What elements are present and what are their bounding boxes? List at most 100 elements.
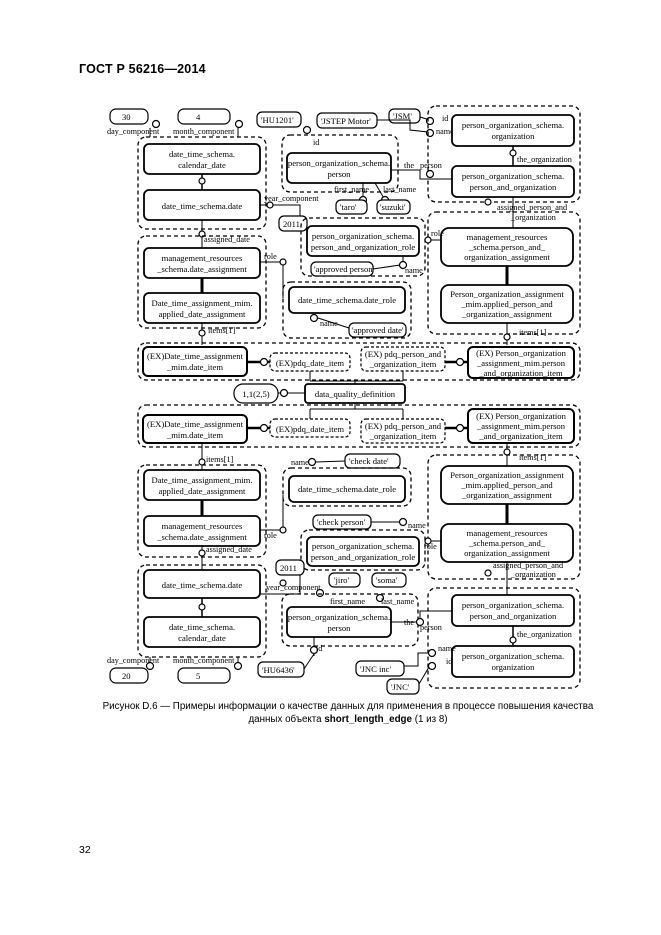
first-name-label-bottom: first_name xyxy=(330,597,365,606)
pao-role-entity-bottom xyxy=(307,537,419,566)
day-value-top: 30 xyxy=(122,112,131,122)
group-assignment-right-bottom xyxy=(428,455,580,579)
day-component-label-bottom: day_component xyxy=(107,656,160,665)
person-entity-top xyxy=(287,153,391,183)
date-entity-label-bottom: date_time_schema.date xyxy=(162,580,243,590)
jnc-value-box xyxy=(387,679,419,694)
id-label-bottom-org: id xyxy=(446,657,452,666)
year-value-box-top xyxy=(279,216,307,231)
document-header: ГОСТ Р 56216—2014 xyxy=(79,62,206,76)
ex-pdq-date-item-entity-top xyxy=(270,353,350,371)
mr-pao-line3-bottom: organization_assignment xyxy=(464,548,550,558)
month-component-label-bottom: month_component xyxy=(173,656,235,665)
person-label-bottom: person xyxy=(420,623,442,632)
ex-pao-item-entity-bottom xyxy=(468,409,574,443)
items1-label-right-top: items[1] xyxy=(519,328,547,337)
the-organization-label-top: the_organization xyxy=(517,155,572,164)
year-component-label-top: year_component xyxy=(264,194,319,203)
group-date-bottom xyxy=(138,565,266,657)
applied-date-line2-top: applied_date_assignment xyxy=(159,309,246,319)
mr-pao-line2-top: _schema.person_and_ xyxy=(468,242,546,252)
year-value-box-bottom xyxy=(276,560,304,575)
ex-date-item-line1-top: (EX)Date_time_assignment xyxy=(147,351,244,361)
date-role-entity-top xyxy=(289,287,405,313)
group-middle-bottom-row xyxy=(138,405,580,447)
applied-pao-line2-top: _mim.applied_person_and xyxy=(460,299,553,309)
jnc-value: 'JNC' xyxy=(391,682,410,692)
date-role-label-bottom: date_time_schema.date_role xyxy=(298,484,396,494)
items1-label-left-bottom: items[1] xyxy=(206,455,234,464)
dq-definition-label: data_quality_definition xyxy=(315,389,396,399)
group-person-top xyxy=(282,135,398,192)
name-label-bottom-org: name xyxy=(438,644,456,653)
check-date-value: 'check date' xyxy=(349,456,389,466)
mr-pao-line1-top: management_resources xyxy=(467,232,548,242)
organization-entity-bottom xyxy=(452,646,574,677)
items1-label-left-top: items[1] xyxy=(208,326,236,335)
applied-date-line2-bottom: applied_date_assignment xyxy=(159,486,246,496)
assigned-pao-label-bottom: assigned_person_and xyxy=(493,561,563,570)
ex-date-item-line1-bottom: (EX)Date_time_assignment xyxy=(147,419,244,429)
ex-pdq-date-item-entity-bottom xyxy=(270,419,350,437)
suzuki-value-box xyxy=(377,200,410,214)
ex-pdq-pao-item-line2-top: _organization_item xyxy=(369,359,437,369)
calendar-date-line2-bottom: calendar_date xyxy=(178,633,226,643)
ex-date-item-line2-bottom: _mim.date_item xyxy=(166,430,223,440)
suzuki-value: 'suzuki' xyxy=(380,202,406,212)
name-label-pao-role-bottom: name xyxy=(408,521,426,530)
group-date-role-bottom xyxy=(283,468,411,506)
ex-pdq-date-item-label-bottom: (EX)pdq_date_item xyxy=(276,424,345,434)
date-role-entity-bottom xyxy=(289,476,405,502)
applied-pao-line3-top: _organization_assignment xyxy=(461,309,553,319)
group-date-role-top xyxy=(283,282,411,338)
hu1201-value-box xyxy=(257,112,301,127)
hu6436-value: 'HU6436' xyxy=(262,665,295,675)
approved-date-value: 'approved date' xyxy=(352,325,404,335)
calendar-date-line2-top: calendar_date xyxy=(178,160,226,170)
year-value-top: 2011 xyxy=(283,219,300,229)
person-entity-line1-top: person_organization_schema. xyxy=(288,158,390,168)
assigned-date-label-top: assigned_date xyxy=(204,235,250,244)
ex-pao-item-line2-top: _assignment_mim.person xyxy=(476,358,566,368)
person-entity-line2-top: person xyxy=(328,169,352,179)
person-entity-line2-bottom: person xyxy=(328,623,352,633)
assigned-organization-label-top: _organization xyxy=(510,213,556,222)
last-name-label-bottom: last_name xyxy=(381,597,415,606)
last-name-label-top: last_name xyxy=(383,185,417,194)
group-middle-top-row xyxy=(138,343,580,380)
mr-date-line2-top: _schema.date_assignment xyxy=(156,264,247,274)
jnc-inc-value-box xyxy=(356,661,404,676)
day-value-box-bottom xyxy=(110,668,148,683)
role-label-right-top: role xyxy=(431,229,444,238)
applied-pao-line1-top: Person_organization_assignment xyxy=(450,289,564,299)
date-entity-label-top: date_time_schema.date xyxy=(162,201,243,211)
pao-entity-line2-top: person_and_organization xyxy=(470,182,557,192)
day-value-box-top xyxy=(110,109,148,124)
jstep-value: 'JSTEP Motor' xyxy=(321,116,371,126)
ex-pao-item-entity-top xyxy=(468,347,574,378)
mr-pao-line1-bottom: management_resources xyxy=(467,528,548,538)
id-label-top-org: id xyxy=(442,114,448,123)
pao-role-line2-bottom: person_and_organization_role xyxy=(311,552,416,562)
pao-role-line2-top: person_and_organization_role xyxy=(311,242,416,252)
day-component-label-top: day_component xyxy=(107,127,160,136)
mr-date-line1-bottom: management_resources xyxy=(162,521,243,531)
id-label-bottom-person: id xyxy=(316,644,322,653)
jiro-value-box xyxy=(329,573,360,587)
assigned-pao-label-top: assigned_person_and xyxy=(497,203,567,212)
applied-pao-line2-bottom: _mim.applied_person_and xyxy=(460,480,553,490)
page-number: 32 xyxy=(79,844,91,856)
caption-object-name: short_length_edge xyxy=(324,714,412,725)
name-label-top-org: name xyxy=(436,127,454,136)
mr-date-line2-bottom: _schema.date_assignment xyxy=(156,532,247,542)
jiro-value: 'jiro' xyxy=(334,575,349,585)
pao-role-entity-top xyxy=(307,226,419,256)
ex-pao-item-line1-bottom: (EX) Person_organization xyxy=(476,411,567,421)
role-label-left-bottom: role xyxy=(264,531,277,540)
soma-value: 'soma' xyxy=(376,575,398,585)
pao-entity-line2-bottom: person_and_organization xyxy=(470,611,557,621)
name-label-date-role-top: name xyxy=(320,319,338,328)
items1-label-right-bottom: items[1] xyxy=(519,453,547,462)
first-name-label-top: first_name xyxy=(334,185,369,194)
organization-entity-line2-top: organization xyxy=(492,131,535,141)
